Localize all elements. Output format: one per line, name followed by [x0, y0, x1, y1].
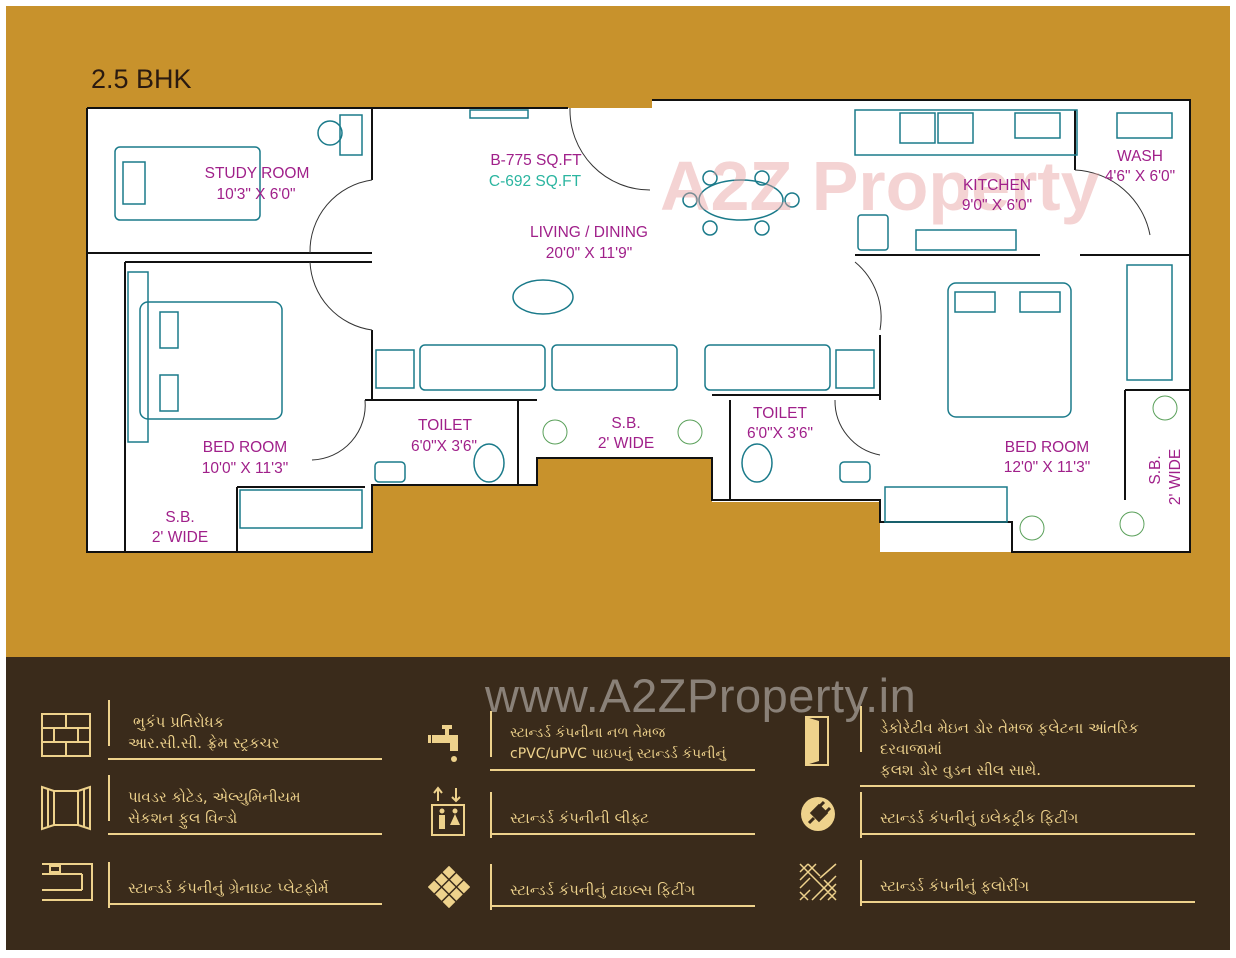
sofa [551, 344, 678, 391]
room-size: 9'0" X 6'0" [962, 197, 1032, 214]
furniture [114, 109, 1173, 529]
walls [86, 99, 1191, 553]
room-name: STUDY ROOM [205, 165, 310, 182]
room-name: TOILET [753, 405, 808, 422]
wardrobe [1126, 264, 1173, 381]
room-size: 2' WIDE [598, 435, 654, 452]
room-size: 10'3" X 6'0" [217, 186, 296, 203]
wc [473, 443, 505, 483]
lift-icon [431, 786, 465, 836]
room-name: TOILET [418, 417, 473, 434]
electric-plug-icon [801, 797, 835, 831]
room-name: LIVING / DINING [530, 224, 648, 241]
sofa [419, 344, 546, 391]
room-size: 10'0" X 11'3" [202, 460, 288, 477]
window-icon [41, 785, 91, 831]
feature-item: સ્ટાન્ડર્ડ કંપનીનું ઇલેકટ્રીક ફિટીંગ [860, 792, 1195, 838]
watermark-logo: A2Z Property [660, 147, 1100, 225]
basin [374, 461, 406, 483]
coffee-table [512, 279, 574, 315]
carpet-area: C-692 SQ.FT [489, 173, 582, 190]
room-size: 2' WIDE [152, 529, 208, 546]
dining-table [698, 179, 784, 221]
door-swings [309, 107, 1151, 461]
room-size: 6'0"X 3'6" [747, 425, 813, 442]
feature-item: સ્ટાન્ડર્ડ કંપનીનું ટાઇલ્સ ફિટીંગ [490, 864, 755, 910]
plan-title: 2.5 BHK [91, 64, 192, 94]
feature-item: ડેકોરેટીવ મેઇન ડોર તેમજ ફલેટના આંતરિક દર… [860, 706, 1195, 787]
room-size: 4'6" X 6'0" [1105, 168, 1175, 185]
tiles-icon [428, 866, 470, 908]
wc [741, 443, 773, 483]
wardrobe [239, 489, 363, 529]
sofa [704, 344, 831, 391]
flooring-icon [799, 863, 837, 901]
room-name: S.B. [165, 509, 194, 526]
plants [542, 395, 1178, 541]
room-name: S.B. [1147, 455, 1164, 484]
room-size: 12'0" X 11'3" [1004, 459, 1090, 476]
feature-item: સ્ટાન્ડર્ડ કંપનીનું ગ્રેનાઇટ પ્લેટફોર્મ [108, 862, 382, 908]
built-up-area: B-775 SQ.FT [490, 152, 582, 169]
kitchen-platform [854, 109, 1078, 156]
door-icon [805, 716, 829, 766]
feature-item: સ્ટાન્ડર્ડ કંપનીની લીફ્ટ [490, 792, 755, 838]
bed-right [947, 282, 1072, 418]
room-size: 6'0"X 3'6" [411, 438, 477, 455]
study-desk [339, 114, 363, 156]
pillow [122, 161, 146, 205]
feature-item: સ્ટાન્ડર્ડ કંપનીનું ફલોરીંગ [860, 860, 1195, 906]
wardrobe [884, 486, 1008, 523]
website-watermark: www.A2ZProperty.in [485, 669, 917, 722]
room-name: KITCHEN [963, 177, 1031, 194]
room-size: 20'0" X 11'9" [546, 245, 632, 262]
room-name: S.B. [611, 415, 640, 432]
kitchen-cabinet [915, 229, 1017, 251]
study-bed [114, 146, 261, 221]
tv-unit [469, 109, 529, 119]
basin [839, 461, 871, 483]
room-name: BED ROOM [203, 439, 287, 456]
bed-left [139, 301, 283, 420]
fridge [857, 214, 889, 251]
water-tap-icon [428, 725, 458, 762]
kitchen-platform-icon [42, 863, 93, 901]
brick-wall-icon [41, 713, 91, 757]
room-size: 2' WIDE [1167, 449, 1184, 505]
room-name: BED ROOM [1005, 439, 1089, 456]
room-name: WASH [1117, 148, 1163, 165]
